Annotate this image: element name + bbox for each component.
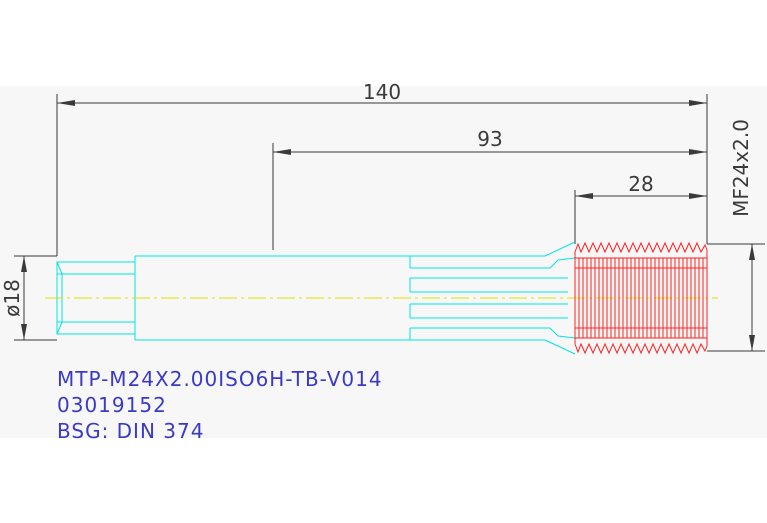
standard-label: BSG: DIN 374 [57,419,205,443]
article-number: 03019152 [57,393,167,417]
dim-text-diameter: ø18 [0,279,24,317]
thread-hatch [578,258,704,338]
dim-text-28: 28 [628,172,653,196]
dimension-lines [14,94,765,352]
dim-text-thread-spec: MF24x2.0 [729,119,753,217]
thread-top-teeth [574,241,708,254]
part-code: MTP-M24X2.00ISO6H-TB-V014 [57,367,383,391]
thread-bottom-teeth [574,342,708,355]
dim-text-140: 140 [363,80,401,104]
dimension-arrows [21,100,755,351]
dim-text-93: 93 [477,127,502,151]
thread-section [574,241,708,355]
